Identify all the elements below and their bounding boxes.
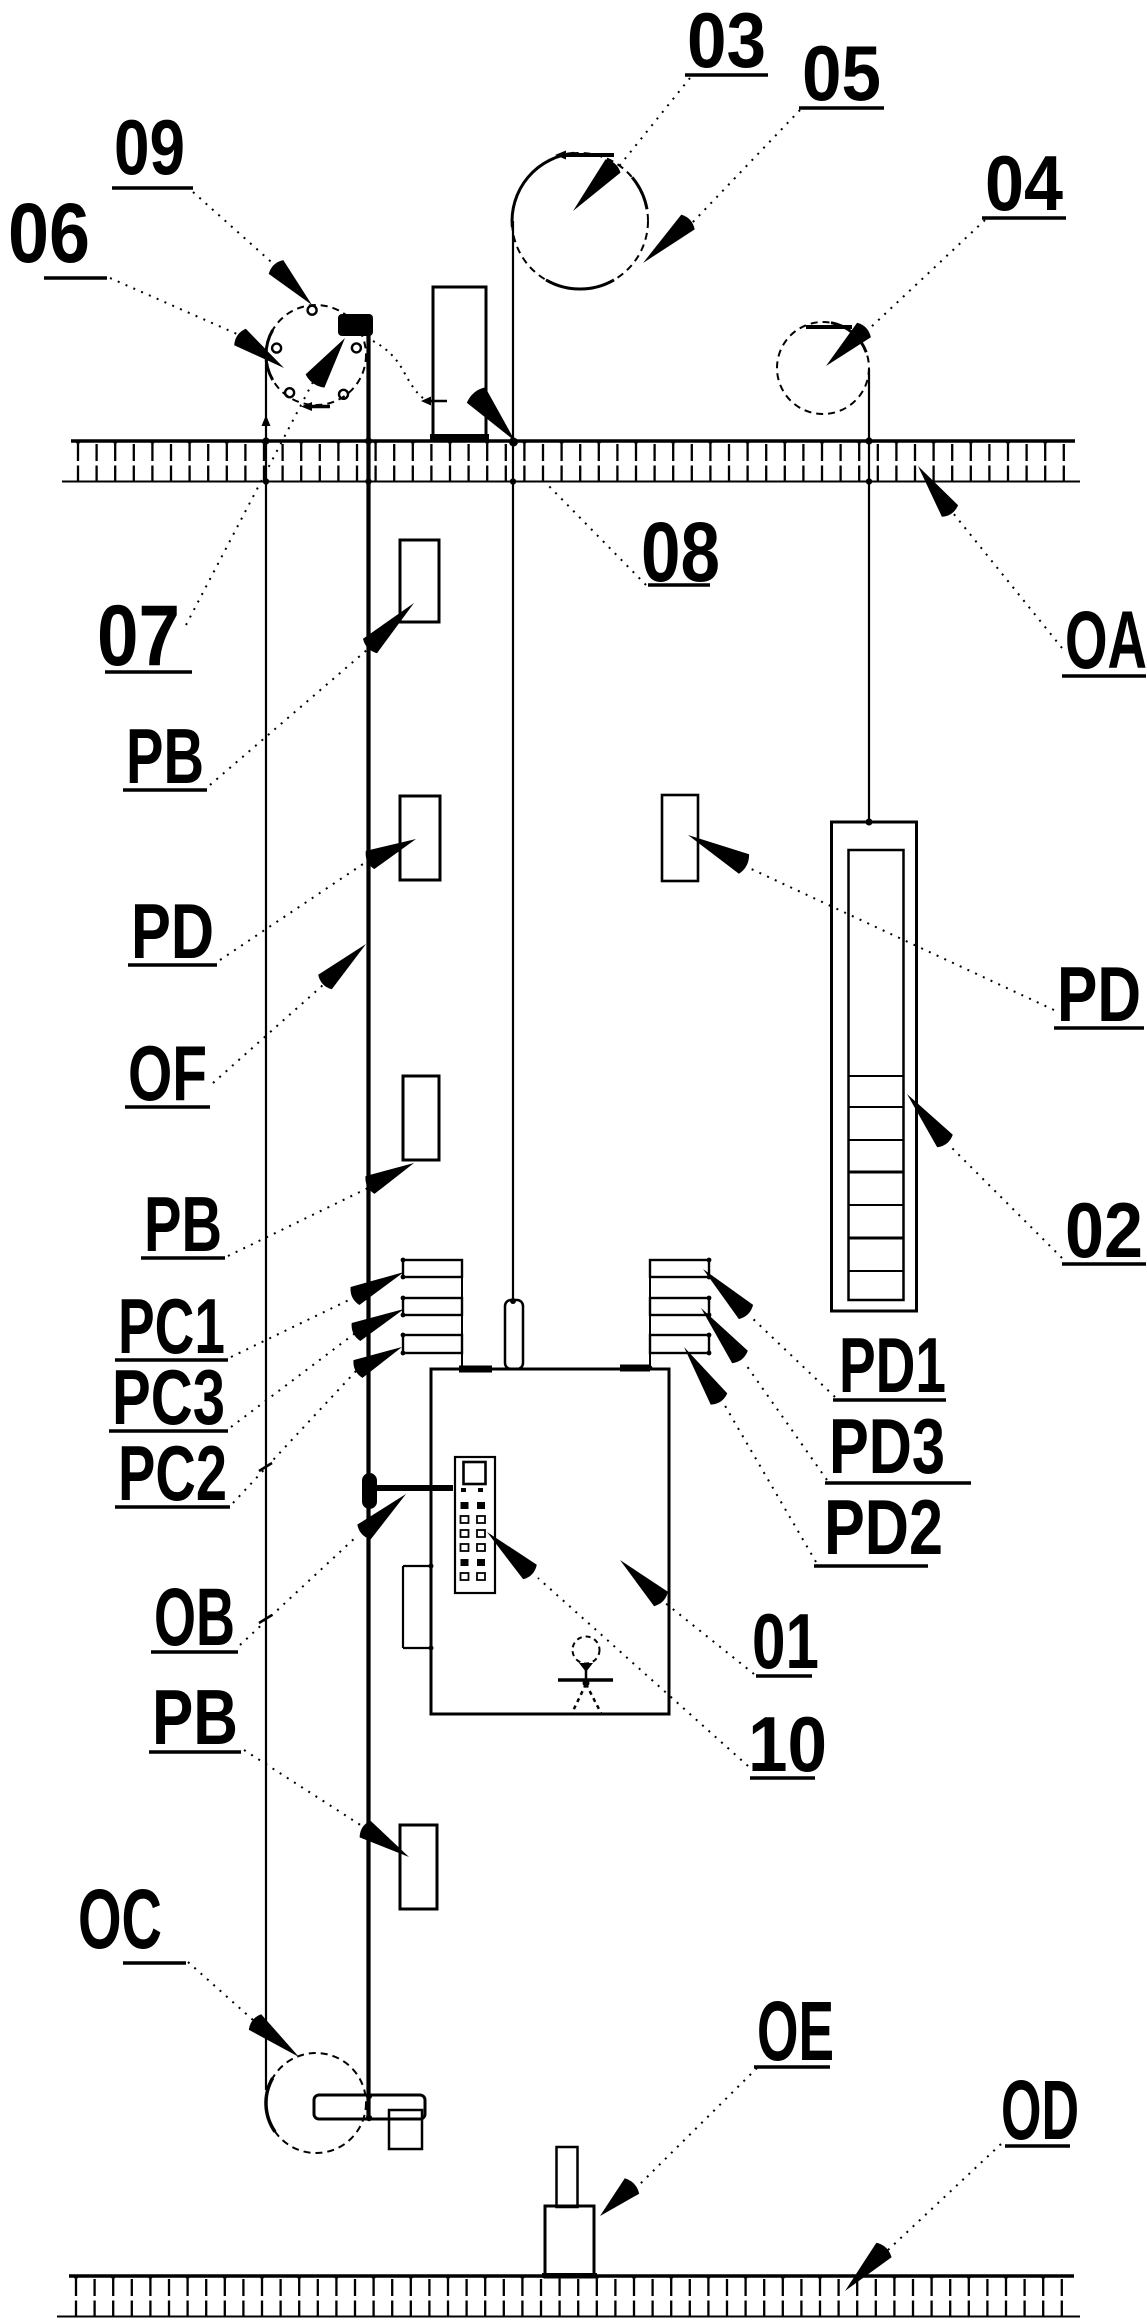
svg-text:06: 06 [8, 186, 90, 280]
svg-text:OF: OF [128, 1029, 207, 1117]
svg-text:PB: PB [126, 712, 204, 800]
svg-text:PC2: PC2 [118, 1429, 227, 1517]
svg-text:02: 02 [1065, 1186, 1143, 1274]
svg-text:OD: OD [1001, 2063, 1079, 2157]
svg-text:PD1: PD1 [839, 1321, 946, 1409]
svg-text:09: 09 [114, 103, 185, 191]
svg-text:05: 05 [802, 29, 881, 117]
svg-text:PD: PD [1057, 950, 1141, 1038]
svg-text:PC3: PC3 [112, 1353, 225, 1441]
svg-text:OA: OA [1065, 595, 1147, 686]
svg-text:07: 07 [97, 588, 180, 684]
svg-text:PB: PB [144, 1180, 222, 1268]
svg-text:PD2: PD2 [824, 1483, 943, 1571]
svg-text:OC: OC [78, 1872, 162, 1966]
svg-text:03: 03 [687, 0, 766, 84]
svg-text:OE: OE [757, 1984, 834, 2078]
svg-text:PC1: PC1 [118, 1282, 225, 1370]
svg-text:10: 10 [748, 1700, 827, 1788]
svg-text:PD: PD [131, 887, 214, 975]
svg-text:OB: OB [154, 1572, 235, 1663]
svg-text:PB: PB [152, 1673, 238, 1761]
svg-text:04: 04 [985, 139, 1063, 227]
svg-text:01: 01 [752, 1597, 819, 1685]
svg-text:PD3: PD3 [829, 1402, 945, 1490]
